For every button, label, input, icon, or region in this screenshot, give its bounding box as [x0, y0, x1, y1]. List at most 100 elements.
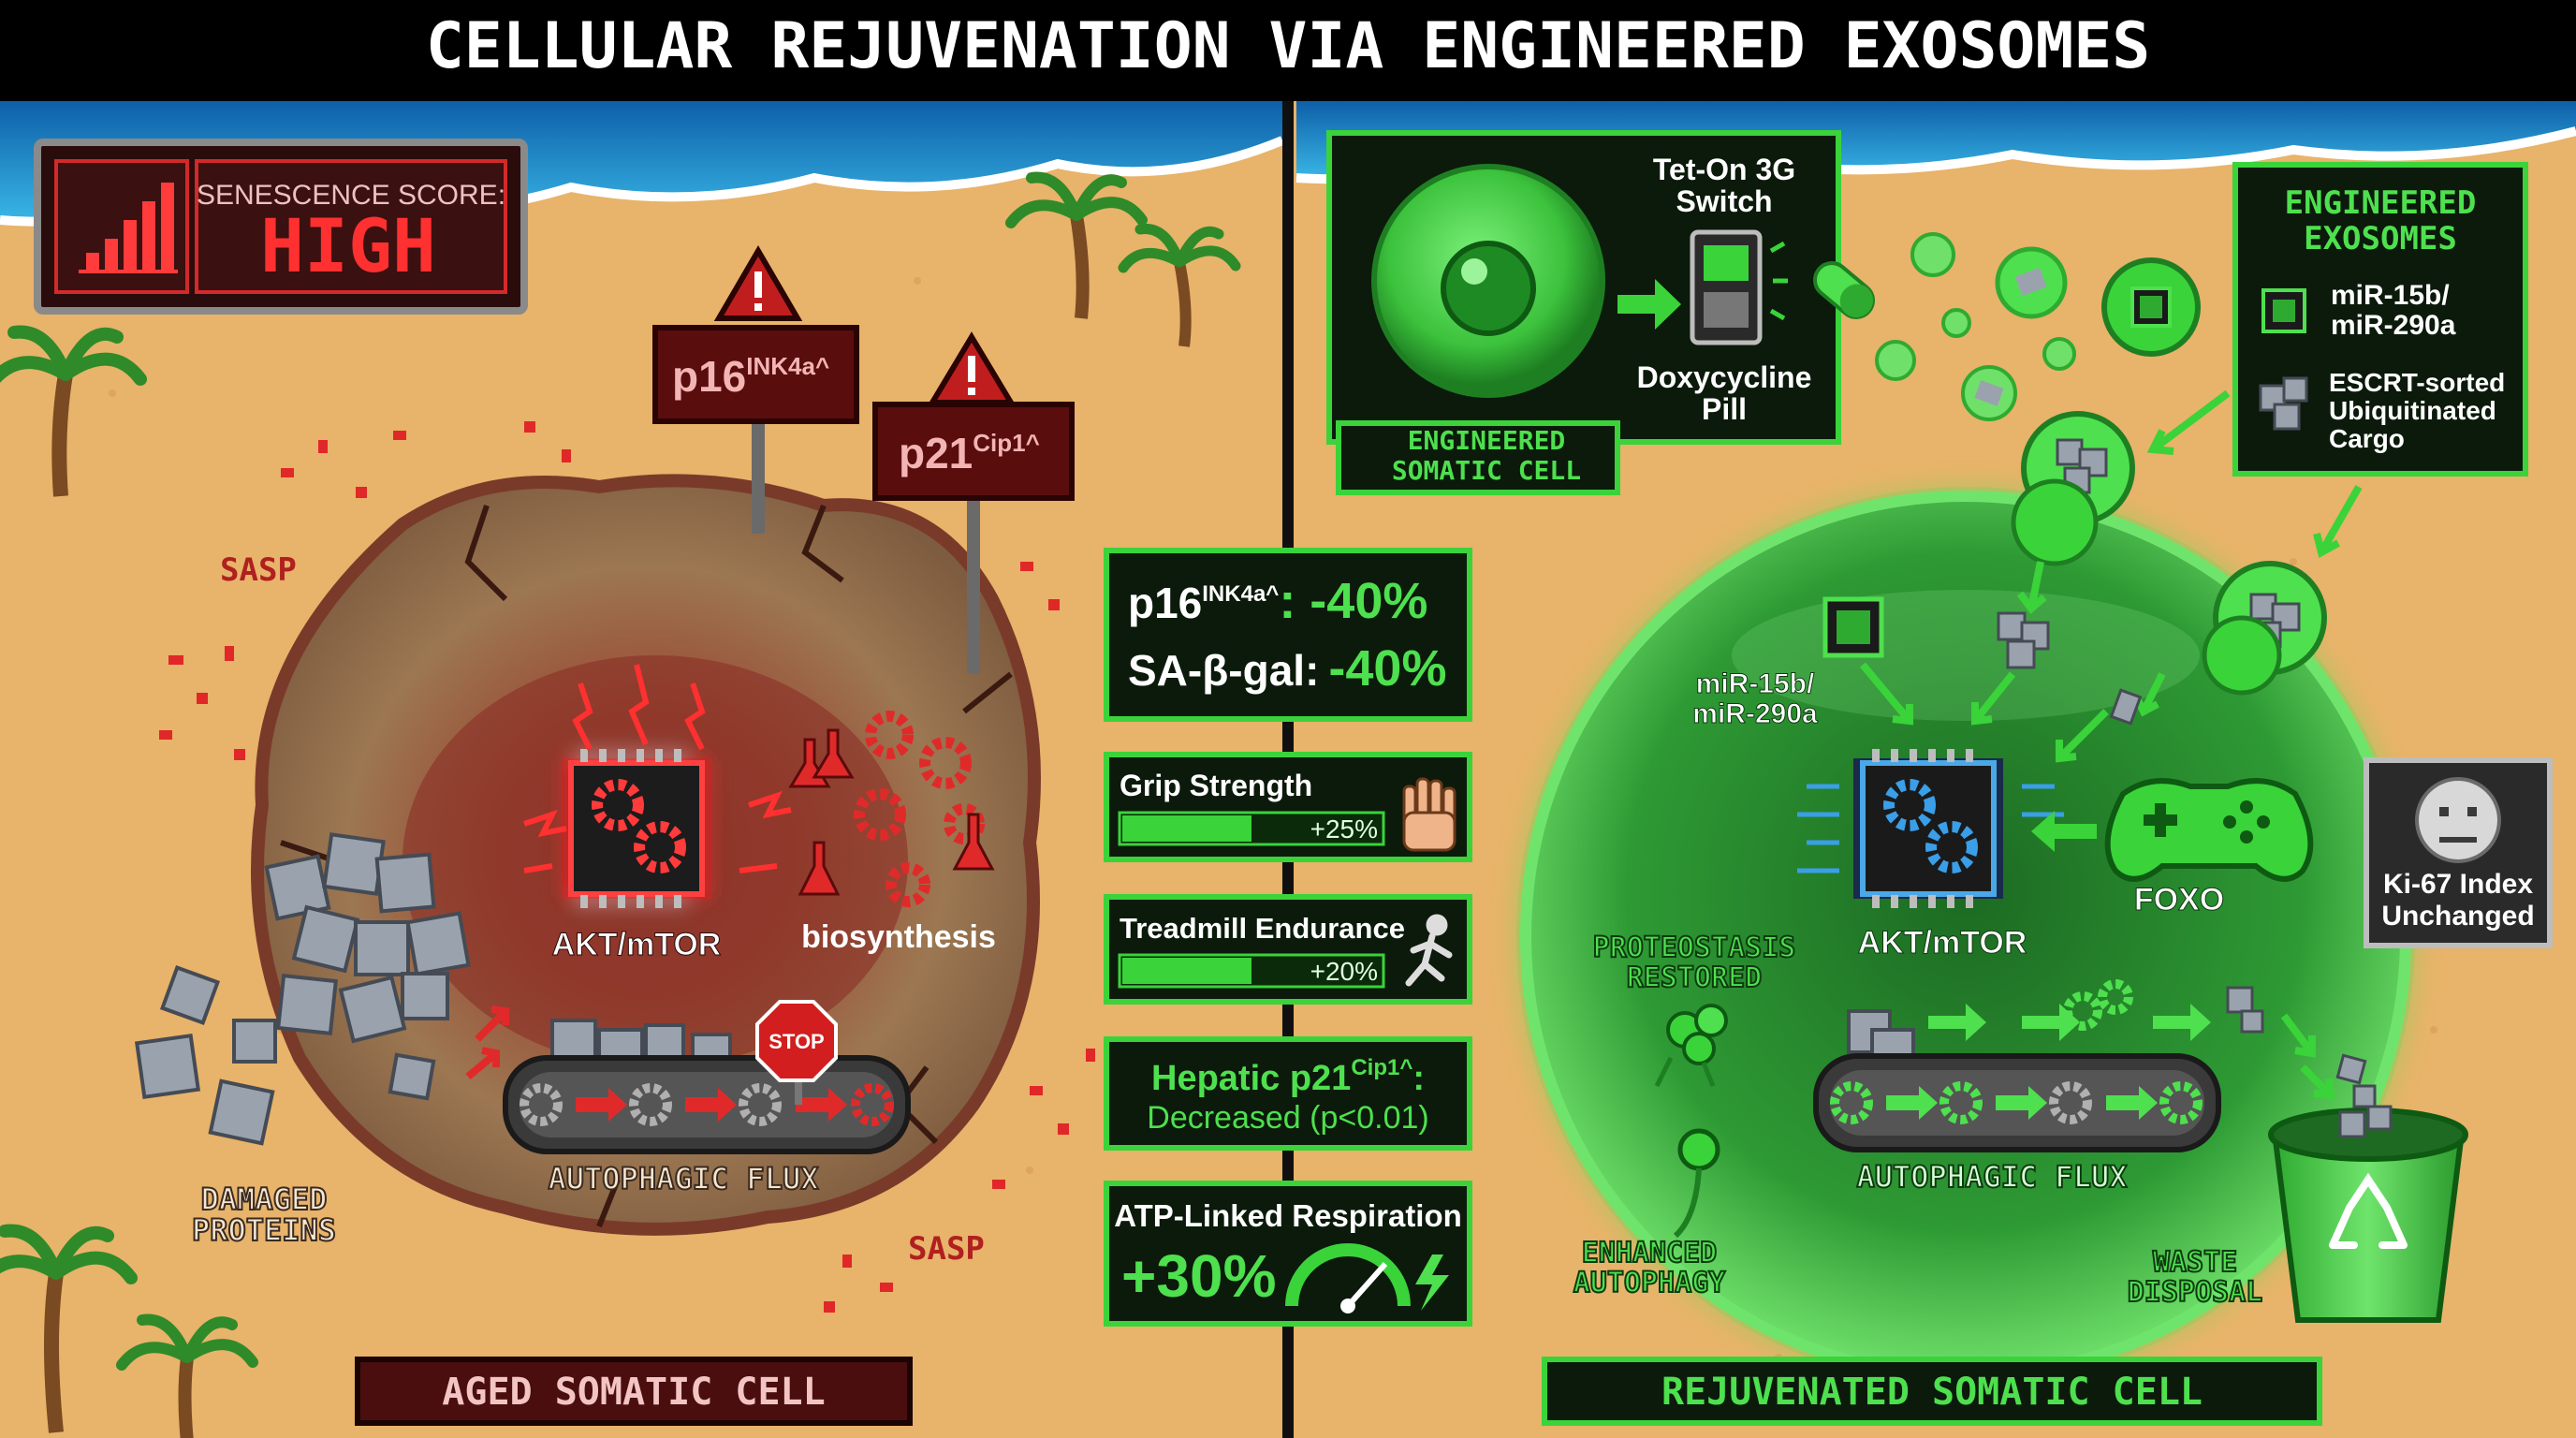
grip-strength-bar-fill — [1122, 815, 1251, 842]
hepatic-label: Hepatic p21 — [1151, 1059, 1351, 1098]
damaged-proteins-line1: DAMAGED — [201, 1181, 328, 1217]
page-title: CELLULAR REJUVENATION VIA ENGINEERED EXO… — [426, 9, 2150, 83]
sign-p16-superscript: INK4a^ — [746, 352, 829, 380]
rejuvenated-cell-footer: REJUVENATED SOMATIC CELL — [1542, 1357, 2322, 1426]
sign-p16-label: p16 — [672, 352, 746, 401]
biomarker-sagal-label: SA-β-gal: — [1128, 646, 1319, 695]
gear-icon — [2063, 979, 2133, 1031]
pill-icon — [1812, 261, 1876, 319]
switch-icon — [1690, 229, 1763, 345]
engineered-cell-panel: ENGINEERED SOMATIC CELL Tet-On 3G Switch… — [1326, 130, 1841, 495]
exosome-legend-title1: ENGINEERED — [2285, 184, 2477, 222]
arrow-icon — [2280, 1013, 2335, 1100]
stop-sign-icon: STOP — [755, 1000, 838, 1105]
akt-label-rejuvenated: AKT/mTOR — [1858, 925, 2027, 961]
tet-switch-line2: Switch — [1676, 184, 1772, 218]
autophagic-flux-label-aged: AUTOPHAGIC FLUX — [549, 1161, 819, 1196]
treadmill-endurance-bar-fill — [1122, 958, 1251, 984]
svg-text:Hepatic p21Cip1^:: Hepatic p21Cip1^: — [1151, 1055, 1425, 1098]
proteostasis-line1: PROTEOSTASIS — [1593, 932, 1796, 964]
gear-icon — [520, 1083, 782, 1126]
svg-text:p16INK4a^: p16INK4a^ — [672, 352, 829, 401]
exosome-legend-title2: EXOSOMES — [2304, 220, 2457, 257]
hepatic-panel: Hepatic p21Cip1^: Decreased (p<0.01) — [1104, 1036, 1472, 1151]
exosome-legend-panel: ENGINEERED EXOSOMES miR-15b/ miR-290a ES… — [2232, 162, 2528, 477]
aged-cell-footer-label: AGED SOMATIC CELL — [442, 1371, 825, 1414]
sign-p21-superscript: Cip1^ — [973, 429, 1040, 457]
gear-icon — [1883, 779, 1978, 873]
chip-icon — [1822, 596, 1884, 658]
grip-strength-value: +25% — [1310, 814, 1378, 844]
hand-icon — [1402, 777, 1456, 852]
recycle-bin-icon — [2268, 1084, 2468, 1323]
exosome-item2-line2: Ubiquitinated — [2329, 396, 2496, 425]
ki67-panel: Ki-67 Index Unchanged — [2364, 757, 2553, 948]
atp-respiration-panel: ATP-Linked Respiration +30% — [1104, 1181, 1472, 1327]
biomarker-p16-label: p16 — [1128, 579, 1202, 627]
senescence-score-panel: SENESCENCE SCORE: HIGH — [34, 139, 528, 315]
treadmill-endurance-title: Treadmill Endurance — [1120, 912, 1405, 945]
tet-switch-line1: Tet-On 3G — [1653, 153, 1795, 186]
cargo-cube-icon — [2335, 1053, 2367, 1085]
palm-tree-icon — [1005, 171, 1148, 319]
sign-p21-label: p21 — [899, 429, 973, 477]
arrow-icon — [465, 1005, 509, 1080]
svg-text:SA-β-gal:-40%: SA-β-gal:-40% — [1128, 640, 1446, 697]
chip-icon — [1853, 749, 2003, 908]
autophagic-flux-label-rejuvenated: AUTOPHAGIC FLUX — [1857, 1159, 2128, 1195]
lightning-icon — [523, 664, 792, 873]
protein-fold-icon — [1654, 1004, 1728, 1088]
lightning-icon — [1415, 1255, 1449, 1311]
grip-strength-title: Grip Strength — [1120, 769, 1312, 802]
runner-icon — [1405, 914, 1453, 987]
enhanced-autophagy-line1: ENHANCED — [1582, 1237, 1718, 1269]
cargo-cube-icon — [2259, 376, 2308, 431]
atp-respiration-value: +30% — [1121, 1242, 1276, 1310]
switch-glow — [1769, 241, 1788, 321]
sign-p21: p21Cip1^ — [872, 331, 1075, 674]
biomarker-panel: p16INK4a^: -40% SA-β-gal:-40% — [1104, 548, 1472, 722]
exosome-item2-line1: ESCRT-sorted — [2329, 368, 2505, 397]
neutral-face-icon — [2415, 777, 2501, 863]
waste-disposal-line2: DISPOSAL — [2128, 1276, 2263, 1309]
mir-label-line1: miR-15b/ — [1696, 668, 1815, 699]
proteostasis-line2: RESTORED — [1627, 961, 1763, 994]
damaged-proteins-line2: PROTEINS — [192, 1212, 336, 1248]
doxycycline-line1: Doxycycline — [1637, 360, 1812, 394]
arrow-icon — [1617, 279, 1681, 330]
cargo-cube-icon — [1997, 611, 2143, 726]
sasp-particles — [159, 421, 1095, 1313]
fusing-exosomes — [2011, 411, 2327, 696]
sasp-label-top: SASP — [220, 551, 297, 589]
ki67-line2: Unchanged — [2381, 901, 2534, 932]
warning-icon — [927, 331, 1017, 405]
gear-icon — [592, 779, 686, 873]
autophagosome-icon — [1673, 1128, 1720, 1239]
chip-icon — [2261, 288, 2306, 333]
atp-respiration-title: ATP-Linked Respiration — [1114, 1198, 1462, 1233]
waste-disposal-line1: WASTE — [2153, 1246, 2237, 1279]
gear-icon — [854, 711, 985, 907]
aged-cell-footer: AGED SOMATIC CELL — [355, 1357, 913, 1426]
chip-icon — [562, 749, 711, 908]
palm-tree-icon — [0, 1224, 138, 1433]
biomarker-p16-superscript: INK4a^ — [1202, 581, 1279, 607]
hepatic-superscript: Cip1^ — [1351, 1055, 1412, 1080]
doxycycline-line2: Pill — [1702, 392, 1747, 426]
title-banner — [0, 0, 2576, 101]
akt-label-aged: AKT/mTOR — [552, 927, 722, 962]
sasp-label-bottom: SASP — [908, 1230, 985, 1268]
treadmill-endurance-value: +20% — [1310, 957, 1378, 986]
autophagic-flux-conveyor-aged: STOP AUTOPHAGIC FLUX — [503, 1000, 911, 1197]
arrow-icon — [2031, 811, 2097, 852]
gamepad-icon — [2104, 778, 2314, 882]
damaged-proteins-cluster — [134, 832, 471, 1146]
exosome-item1-line2: miR-290a — [2331, 310, 2456, 341]
exosome-item1-line1: miR-15b/ — [2331, 280, 2450, 311]
hepatic-colon: : — [1412, 1059, 1425, 1098]
biomarker-p16-value: : -40% — [1279, 573, 1427, 629]
chip-icon — [2130, 286, 2172, 328]
senescence-score-label: SENESCENCE SCORE: — [197, 180, 505, 211]
